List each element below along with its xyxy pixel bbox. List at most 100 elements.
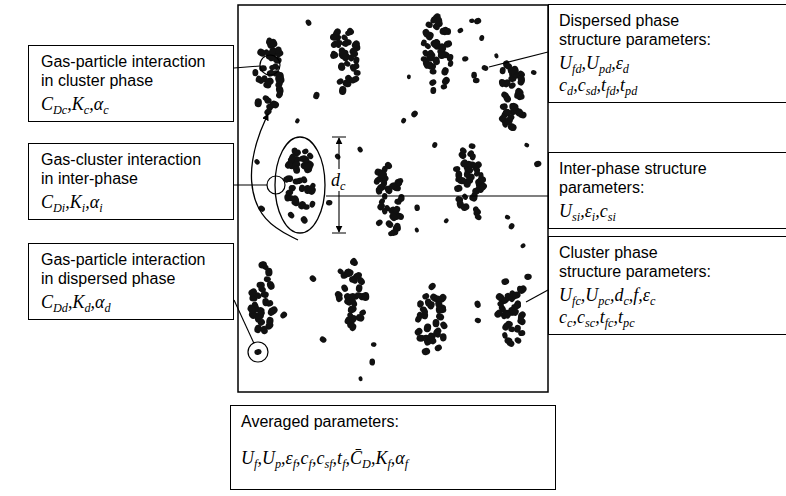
particle	[265, 268, 273, 277]
subscript: f	[309, 457, 312, 471]
exchange-arrow	[251, 114, 298, 240]
leader-line	[234, 300, 254, 343]
particle	[312, 91, 320, 100]
particle	[256, 307, 266, 317]
particle	[478, 172, 484, 179]
particle	[440, 66, 450, 76]
particle	[410, 109, 419, 118]
particle	[432, 56, 441, 66]
particle	[513, 336, 522, 345]
particle	[275, 90, 284, 100]
particle	[453, 166, 461, 172]
particle	[335, 293, 342, 301]
particle	[252, 69, 258, 76]
particle	[290, 194, 300, 205]
text-box: Gas-cluster interaction in inter-phaseCD…	[28, 143, 234, 220]
parameter-list: CDc,Kc,αc	[41, 93, 223, 115]
subscript: si	[608, 210, 616, 224]
particle	[504, 337, 513, 345]
particle	[437, 42, 447, 53]
particle	[440, 333, 447, 341]
particle	[474, 300, 482, 309]
particle	[247, 305, 257, 315]
particle	[524, 274, 532, 281]
particle	[253, 158, 260, 165]
particle	[498, 79, 506, 88]
particle	[279, 310, 288, 319]
particle	[341, 52, 350, 62]
subscript: c	[650, 294, 655, 308]
particle	[414, 314, 423, 323]
particle	[478, 182, 487, 192]
particle	[355, 284, 363, 293]
leader-line	[234, 184, 267, 185]
particle	[457, 27, 465, 34]
subscript: Dc	[53, 103, 67, 117]
particle	[298, 155, 307, 163]
subscript: fd	[606, 84, 616, 98]
subscript: sd	[586, 84, 597, 98]
particle	[473, 78, 480, 84]
particle	[319, 335, 328, 344]
particle	[265, 299, 274, 307]
subscript: Dd	[53, 301, 68, 315]
particle	[414, 227, 420, 233]
particle	[509, 124, 516, 132]
leader-line	[489, 52, 548, 67]
particle	[468, 142, 476, 149]
particle	[330, 39, 340, 49]
particle	[269, 64, 277, 71]
subscript: sc	[585, 316, 595, 330]
particle	[377, 170, 388, 180]
particle	[349, 257, 358, 266]
particle	[440, 83, 448, 90]
particle	[457, 177, 466, 185]
particle	[263, 276, 271, 283]
particle	[423, 323, 432, 333]
particle	[330, 31, 340, 41]
particle	[423, 334, 430, 340]
subscript: d	[567, 84, 573, 98]
particles	[246, 12, 542, 382]
box-heading: Gas-particle interaction in dispersed ph…	[41, 250, 213, 288]
particle	[294, 118, 301, 125]
text-box: Cluster phase structure parameters:Ufc,U…	[548, 236, 786, 335]
text-box: Gas-particle interaction in cluster phas…	[28, 45, 234, 122]
particle	[432, 319, 439, 328]
subscript: d	[623, 62, 629, 76]
particle	[350, 258, 359, 267]
particle	[503, 310, 512, 319]
particle	[423, 61, 433, 70]
subscript: si	[572, 210, 580, 224]
subscript: f	[293, 457, 296, 471]
particle	[494, 53, 500, 59]
annotations	[234, 52, 548, 362]
box-heading: Dispersed phase structure parameters:	[559, 11, 717, 49]
particle	[256, 281, 265, 288]
subscript: pc	[598, 294, 610, 308]
particle	[439, 26, 450, 36]
particle	[439, 28, 448, 36]
box-heading: Cluster phase structure parameters:	[559, 243, 717, 281]
particle	[292, 178, 300, 185]
particle	[472, 206, 480, 215]
particle	[303, 162, 313, 171]
subscript: fd	[572, 62, 582, 76]
particle	[347, 304, 358, 315]
particle	[349, 49, 359, 59]
particle	[398, 194, 405, 202]
box-heading: Gas-cluster interaction in inter-phase	[41, 150, 213, 188]
particle	[354, 70, 361, 76]
particle	[479, 182, 489, 192]
particle	[420, 306, 429, 316]
particle	[509, 102, 520, 112]
subscript: c	[567, 316, 572, 330]
particle	[427, 281, 437, 291]
particle	[474, 213, 483, 221]
particle	[511, 290, 521, 300]
subscript: pc	[623, 316, 635, 330]
interaction-circle	[267, 176, 285, 194]
particle	[420, 39, 428, 47]
particle	[481, 64, 489, 72]
